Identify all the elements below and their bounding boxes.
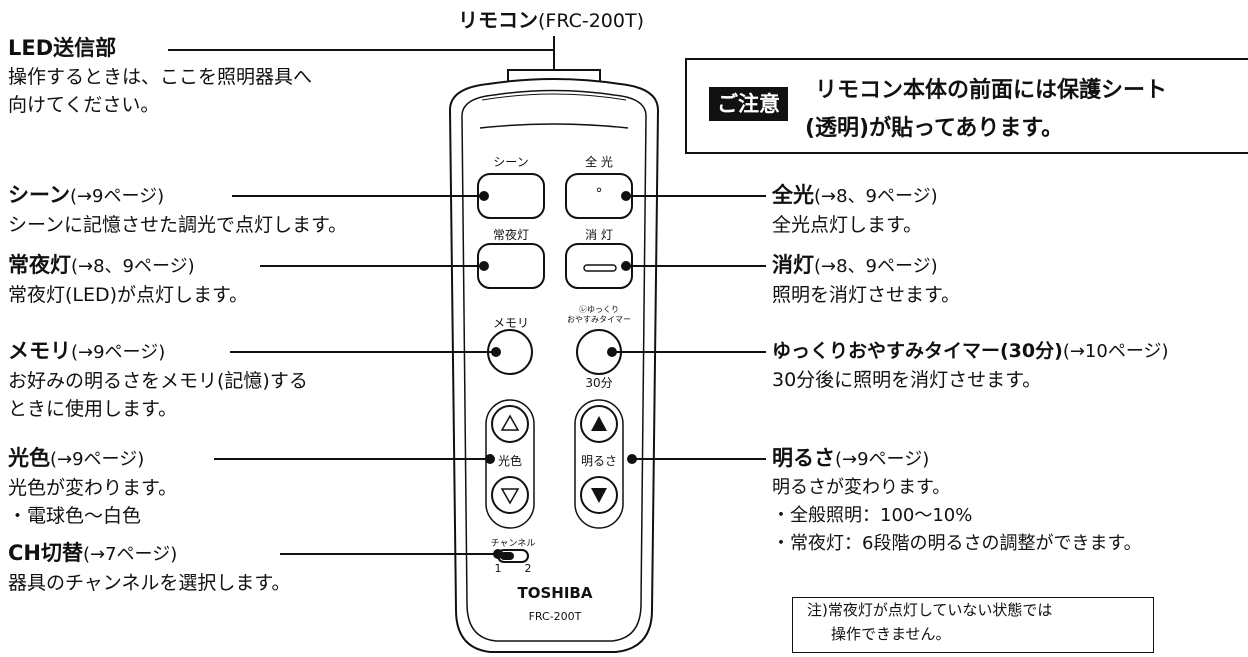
callout-full-desc1: 全光点灯します。 <box>772 214 923 236</box>
callout-led-desc2: 向けてください。 <box>8 94 160 116</box>
notice-line2: (透明)が貼ってあります。 <box>805 116 1064 141</box>
channel-switch-knob[interactable] <box>500 552 514 560</box>
footnote-box: 注)常夜灯が点灯していない状態では 操作できません。 <box>792 597 1154 653</box>
callout-brightness-ref: (→9ページ) <box>835 449 930 470</box>
color-button-group <box>485 399 535 529</box>
callout-color-desc1: 光色が変わります。 <box>8 477 178 499</box>
remote-label-scene: シーン <box>493 155 529 169</box>
triangle-down-outline-icon <box>500 488 520 505</box>
remote-label-memory: メモリ <box>492 316 529 330</box>
callout-channel-ref: (→7ページ) <box>83 544 178 565</box>
remote-model-label: FRC-200T <box>528 610 582 623</box>
triangle-up-outline-icon <box>500 414 520 431</box>
notice-box: ご注意 リモコン本体の前面には保護シート (透明)が貼ってあります。 <box>685 58 1248 154</box>
full-mark-icon: ° <box>595 186 603 202</box>
callout-nightlight: 常夜灯(→8、9ページ) 常夜灯(LED)が点灯します。 <box>8 251 248 309</box>
triangle-down-filled-icon <box>591 488 607 503</box>
notice-line1: リモコン本体の前面には保護シート <box>815 78 1168 103</box>
callout-timer-title: ゆっくりおやすみタイマー(30分) <box>772 340 1063 362</box>
remote-title-name: リモコン <box>458 8 538 32</box>
remote-title: リモコン(FRC-200T) <box>458 4 644 33</box>
remote-title-model: (FRC-200T) <box>538 10 645 32</box>
callout-color: 光色(→9ページ) 光色が変わります。 ・電球色～白色 <box>8 444 177 530</box>
remote-label-timer-line1: ㋹ゆっくり <box>579 305 619 314</box>
triangle-up-filled-icon <box>591 416 607 431</box>
callout-color-title: 光色 <box>8 446 50 470</box>
callout-memory: メモリ(→9ページ) お好みの明るさをメモリ(記憶)する ときに使用します。 <box>8 337 308 423</box>
callout-memory-title: メモリ <box>8 339 71 363</box>
callout-off-ref: (→8、9ページ) <box>814 256 938 277</box>
remote-label-timer-line2: おやすみタイマー <box>567 315 631 324</box>
remote-label-brightness: 明るさ <box>580 454 617 468</box>
callout-color-ref: (→9ページ) <box>50 449 145 470</box>
footnote-line1: 注)常夜灯が点灯していない状態では <box>807 601 1053 619</box>
callout-timer: ゆっくりおやすみタイマー(30分)(→10ページ) 30分後に照明を消灯させます… <box>772 337 1168 394</box>
callout-led: LED送信部 操作するときは、ここを照明器具へ 向けてください。 <box>8 34 312 119</box>
callout-full-title: 全光 <box>772 183 814 207</box>
callout-brightness-desc1: 明るさが変わります。 <box>772 477 951 498</box>
callout-scene: シーン(→9ページ) シーンに記憶させた調光で点灯します。 <box>8 181 347 239</box>
callout-brightness-desc2: ・全般照明：100～10% <box>772 505 973 526</box>
callout-brightness: 明るさ(→9ページ) 明るさが変わります。 ・全般照明：100～10% ・常夜灯… <box>772 444 1142 558</box>
callout-off-desc1: 照明を消灯させます。 <box>772 284 961 306</box>
callout-channel-title: CH切替 <box>8 541 83 565</box>
brightness-button-group <box>574 399 624 529</box>
off-bar-icon <box>583 264 617 272</box>
remote-label-full: 全 光 <box>585 155 613 169</box>
remote-label-off: 消 灯 <box>585 228 613 242</box>
callout-full: 全光(→8、9ページ) 全光点灯します。 <box>772 181 938 239</box>
right-leader-lines <box>607 191 766 464</box>
color-down-button[interactable] <box>491 476 529 514</box>
footnote-line2: 操作できません。 <box>831 625 951 643</box>
remote-label-30min: 30分 <box>585 376 613 390</box>
remote-label-ch1: 1 <box>494 562 502 575</box>
callout-channel: CH切替(→7ページ) 器具のチャンネルを選択します。 <box>8 539 291 597</box>
callout-brightness-desc3: ・常夜灯：6段階の明るさの調整ができます。 <box>772 533 1142 554</box>
callout-nightlight-ref: (→8、9ページ) <box>71 256 195 277</box>
callout-nightlight-desc1: 常夜灯(LED)が点灯します。 <box>8 284 249 306</box>
callout-timer-ref: (→10ページ) <box>1062 341 1169 362</box>
left-leader-lines <box>214 191 503 559</box>
callout-off-title: 消灯 <box>772 253 814 277</box>
callout-scene-desc1: シーンに記憶させた調光で点灯します。 <box>8 214 348 236</box>
callout-brightness-title: 明るさ <box>772 446 835 470</box>
callout-scene-title: シーン <box>8 183 70 207</box>
remote-label-timer: ㋹ゆっくり おやすみタイマー <box>566 305 632 325</box>
callout-scene-ref: (→9ページ) <box>69 186 165 207</box>
callout-memory-desc2: ときに使用します。 <box>8 398 178 420</box>
remote-label-ch2: 2 <box>524 562 532 575</box>
notice-tag: ご注意 <box>709 87 788 121</box>
callout-memory-desc1: お好みの明るさをメモリ(記憶)する <box>8 370 308 392</box>
callout-timer-desc1: 30分後に照明を消灯させます。 <box>772 369 1042 391</box>
callout-led-title: LED送信部 <box>8 36 117 60</box>
callout-full-ref: (→8、9ページ) <box>814 186 938 207</box>
remote-label-color: 光色 <box>497 454 522 468</box>
callout-led-desc1: 操作するときは、ここを照明器具へ <box>8 66 313 88</box>
callout-off: 消灯(→8、9ページ) 照明を消灯させます。 <box>772 251 960 309</box>
color-up-button[interactable] <box>491 405 529 443</box>
callout-channel-desc1: 器具のチャンネルを選択します。 <box>8 572 291 594</box>
remote-label-nightlight: 常夜灯 <box>492 228 529 242</box>
brand-logo: TOSHIBA <box>517 584 593 602</box>
callout-nightlight-title: 常夜灯 <box>8 253 71 277</box>
callout-color-desc2: ・電球色～白色 <box>8 505 142 527</box>
callout-memory-ref: (→9ページ) <box>71 342 166 363</box>
remote-label-channel: チャンネル <box>490 539 536 549</box>
